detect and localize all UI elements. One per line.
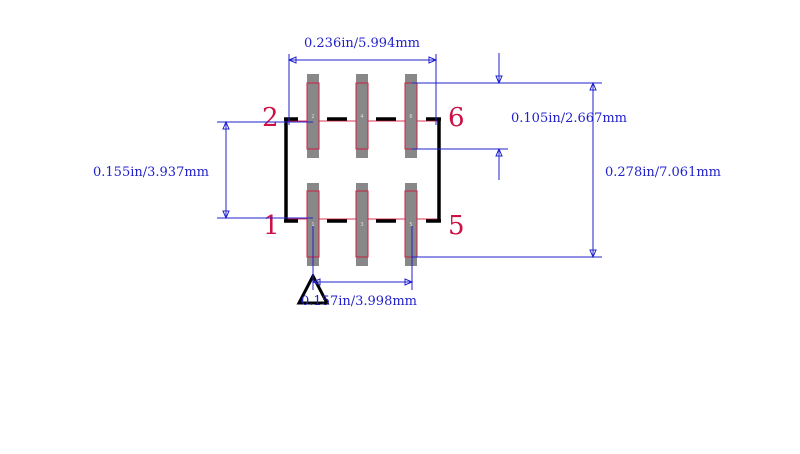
pad-5[interactable]: 5 <box>404 183 418 266</box>
pin-label-6: 6 <box>448 103 465 133</box>
pad-1[interactable]: 1 <box>306 183 320 266</box>
pad-3[interactable]: 3 <box>355 183 369 266</box>
pad-group: 2 4 6 1 3 5 <box>306 74 418 266</box>
dim-label-row-pitch: 0.155in/3.937mm <box>93 165 209 180</box>
pad-4[interactable]: 4 <box>355 74 369 158</box>
pad-number: 4 <box>360 114 363 120</box>
pin-label-1: 1 <box>263 211 280 241</box>
dim-label-overall-height: 0.278in/7.061mm <box>605 165 721 180</box>
dimension-lines <box>217 53 602 290</box>
pad-number: 6 <box>409 114 412 120</box>
pad-6[interactable]: 6 <box>404 74 418 158</box>
pin-label-2: 2 <box>262 103 279 133</box>
pad-2[interactable]: 2 <box>306 74 320 158</box>
dim-label-pad-span: 0.157in/3.998mm <box>301 294 417 309</box>
pad-number: 1 <box>311 222 314 228</box>
dim-label-pad-gap: 0.105in/2.667mm <box>511 111 627 126</box>
pad-number: 2 <box>311 114 314 120</box>
dim-label-width: 0.236in/5.994mm <box>304 36 420 51</box>
pad-number: 3 <box>360 222 363 228</box>
silkscreen-outline <box>284 117 441 223</box>
pad-number: 5 <box>409 222 412 228</box>
pin-label-5: 5 <box>448 211 465 241</box>
